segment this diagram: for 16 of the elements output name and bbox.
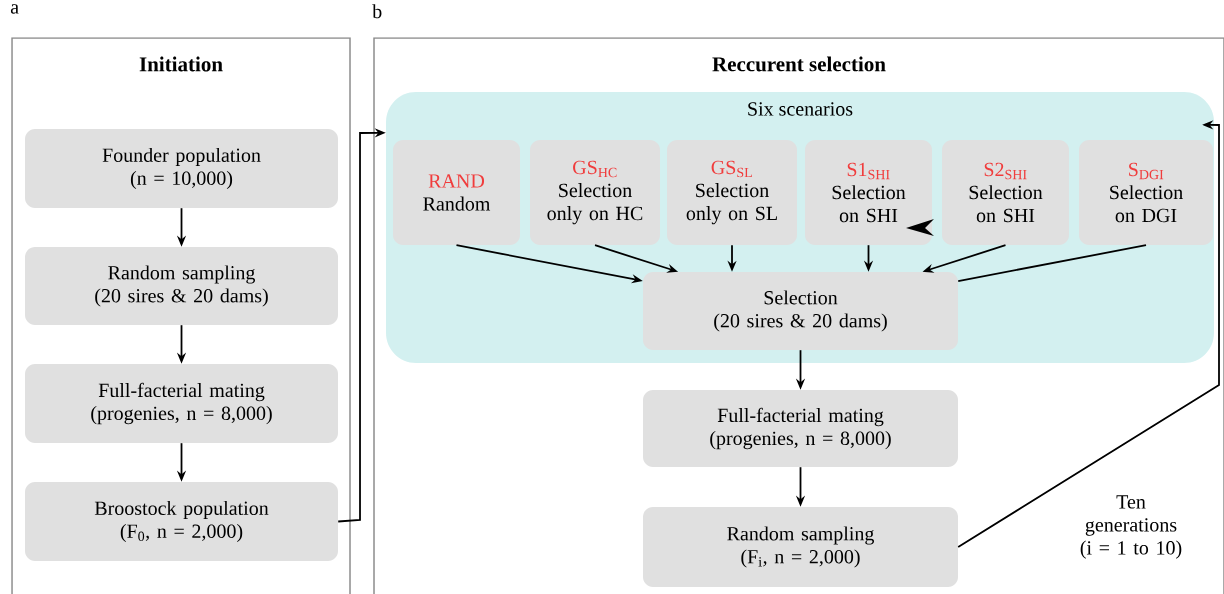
process-box: Selection (20 sires & 20 dams) <box>643 272 958 350</box>
process-box: S$_{DGI}$ Selection on DGI <box>1079 140 1213 245</box>
process-box: Founder population (n = 10,000) <box>25 129 338 208</box>
note-text: Ten generations (i = 1 to 10) <box>1080 495 1182 559</box>
process-box: GS$_{SL}$ Selection only on SL <box>667 140 797 245</box>
process-box: Full-facterial mating (progenies, n = 8,000) <box>643 390 958 467</box>
process-box: Random sampling (20 sires & 20 dams) <box>25 247 338 325</box>
process-box: RAND Random <box>393 140 520 245</box>
process-box: Full-facterial mating (progenies, n = 8,000) <box>25 364 338 443</box>
process-box: Random sampling (F$_{i}$, n = 2,000) <box>643 507 958 587</box>
process-box: S1$_{SHI}$ Selection on SHI <box>805 140 932 245</box>
process-box: S2$_{SHI}$ Selection on SHI <box>942 140 1069 245</box>
process-box: Broostock population (F$_{0}$, n = 2,000) <box>25 482 338 561</box>
panel-letter: a <box>10 4 19 14</box>
process-box: GS$_{HC}$ Selection only on HC <box>530 140 660 245</box>
panel-letter: b <box>372 4 382 19</box>
